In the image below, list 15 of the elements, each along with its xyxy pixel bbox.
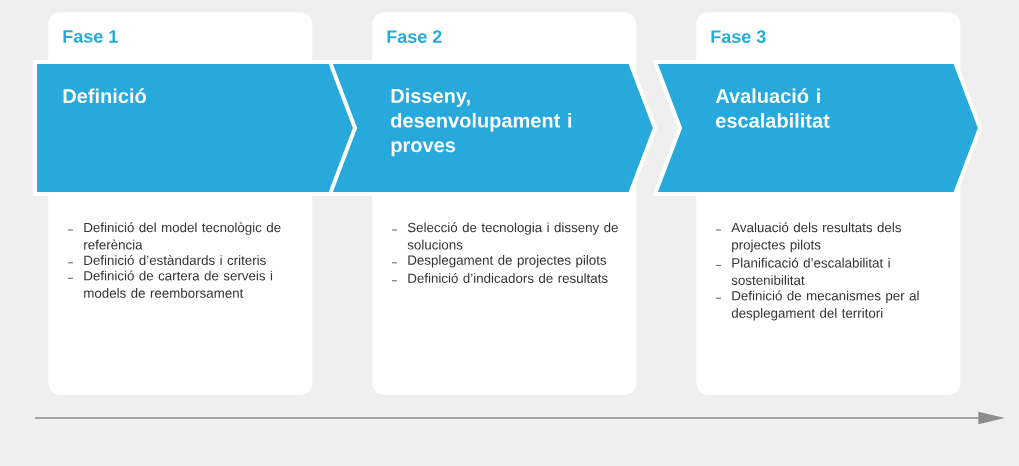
chevron-banner: Disseny, desenvolupament i proves bbox=[327, 60, 658, 196]
list-item: Definició de cartera de serveis i models de reemborsament bbox=[67, 270, 273, 298]
list-item: Definició d’indicadors de resultats bbox=[391, 273, 608, 283]
phase-heading: Fase 1 bbox=[63, 30, 118, 43]
list-item: Avaluació dels resultats dels projectes pilots bbox=[715, 222, 901, 253]
phase-heading: Fase 2 bbox=[387, 30, 442, 43]
chevron-banner: Definició bbox=[33, 60, 363, 196]
list-item: Definició del model tecnològic de referència bbox=[67, 222, 281, 250]
list-item: Selecció de tecnologia i disseny de solucions bbox=[391, 222, 618, 250]
phase-heading: Fase 3 bbox=[711, 30, 766, 44]
chevron-banner: Avaluació i escalabilitat bbox=[652, 60, 983, 196]
list-item: Planificació d’escalabilitat i sostenibilitat bbox=[715, 257, 890, 285]
list-item: Definició d’estàndards i criteris bbox=[67, 255, 266, 265]
list-item: Definició de mecanismes per al desplegament del territori bbox=[715, 290, 919, 321]
list-item: Desplegament de projectes pilots bbox=[391, 255, 607, 268]
